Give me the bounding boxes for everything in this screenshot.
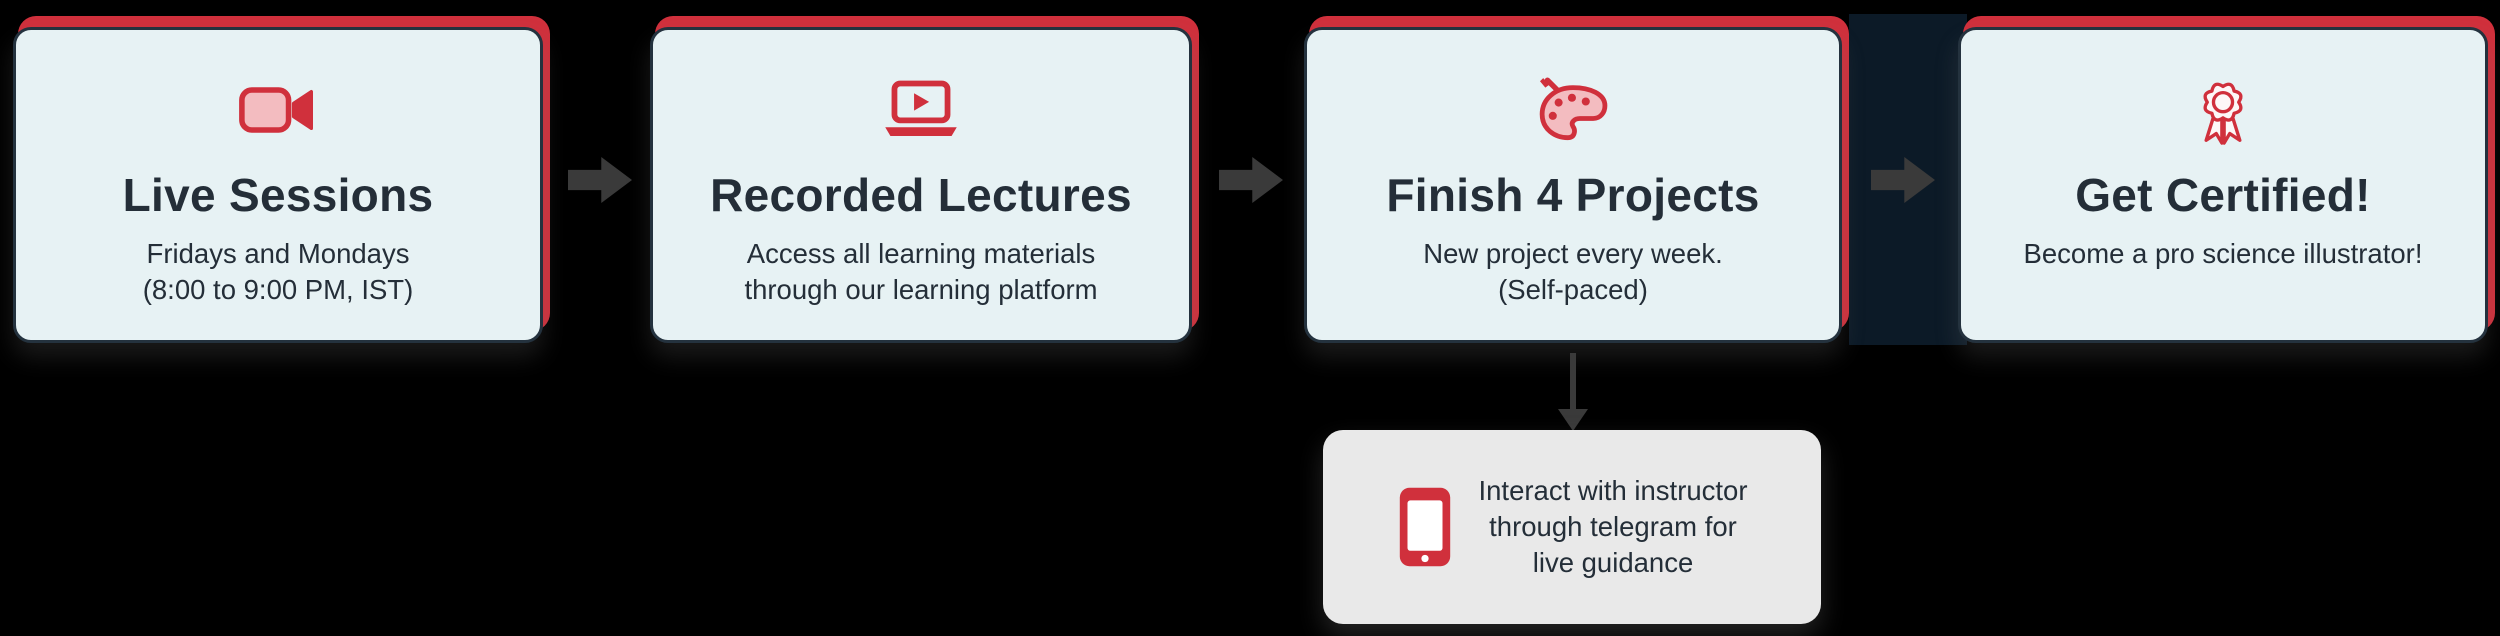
card-title: Get Certified! bbox=[2075, 169, 2371, 221]
video-camera-icon bbox=[238, 60, 318, 160]
telegram-callout-card: Interact with instructor through telegra… bbox=[1323, 430, 1821, 624]
card-get-certified: Get Certified! Become a pro science illu… bbox=[1958, 16, 2495, 343]
paint-palette-icon bbox=[1534, 60, 1612, 160]
down-arrow-stem bbox=[1570, 353, 1576, 411]
card-recorded-lectures: Recorded Lectures Access all learning ma… bbox=[650, 16, 1199, 343]
card-text: New project every week. (Self-paced) bbox=[1423, 237, 1723, 305]
laptop-play-icon bbox=[879, 60, 963, 160]
card-body: Live Sessions Fridays and Mondays (8:00 … bbox=[13, 27, 543, 343]
card-text: Access all learning materials through ou… bbox=[744, 237, 1098, 305]
smartphone-icon bbox=[1397, 485, 1453, 569]
award-ribbon-icon bbox=[2187, 60, 2259, 160]
right-arrow-icon bbox=[1219, 157, 1283, 203]
card-body: Get Certified! Become a pro science illu… bbox=[1958, 27, 2488, 343]
card-finish-4-projects: Finish 4 Projects New project every week… bbox=[1304, 16, 1849, 343]
card-title: Live Sessions bbox=[122, 169, 434, 221]
card-title: Finish 4 Projects bbox=[1386, 169, 1760, 221]
card-body: Recorded Lectures Access all learning ma… bbox=[650, 27, 1192, 343]
card-text: Become a pro science illustrator! bbox=[2023, 237, 2423, 269]
right-arrow-icon bbox=[568, 157, 632, 203]
down-arrow-icon bbox=[1558, 409, 1588, 431]
card-body: Finish 4 Projects New project every week… bbox=[1304, 27, 1842, 343]
card-title: Recorded Lectures bbox=[710, 169, 1132, 221]
card-live-sessions: Live Sessions Fridays and Mondays (8:00 … bbox=[13, 16, 550, 343]
callout-text: Interact with instructor through telegra… bbox=[1478, 474, 1748, 579]
card-text: Fridays and Mondays (8:00 to 9:00 PM, IS… bbox=[142, 237, 414, 305]
